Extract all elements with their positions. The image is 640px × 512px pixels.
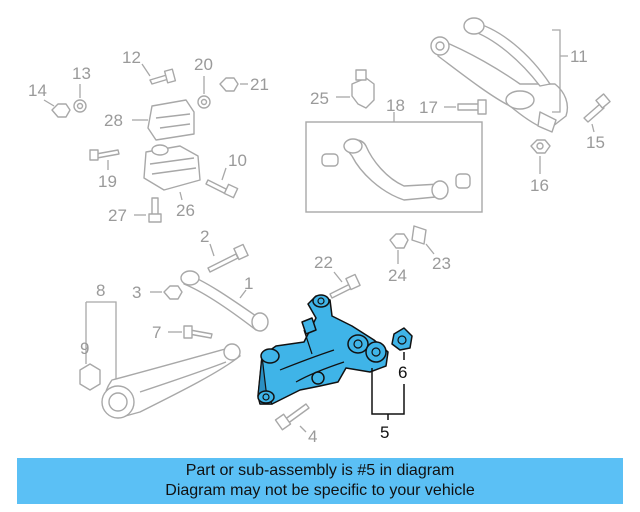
part-3-nut [163,285,183,300]
callout-24: 24 [388,266,407,285]
parts-diagram: 11 15 16 17 18 25 12 [28,17,611,446]
callout-25: 25 [310,89,329,108]
part-23-plate [411,225,427,245]
banner-line-1: Part or sub-assembly is #5 in diagram [185,462,455,479]
callout-22: 22 [314,253,333,272]
part-19-bolt [89,149,120,161]
callout-6: 6 [398,363,407,382]
part-6-bushing-highlighted [391,327,413,351]
callout-12: 12 [122,48,141,67]
callout-13: 13 [72,64,91,83]
part-18-box [305,121,483,213]
callout-5: 5 [380,423,389,442]
info-banner: Part or sub-assembly is #5 in diagram Di… [17,458,623,504]
callout-9: 9 [80,339,89,358]
callout-26: 26 [176,201,195,220]
callout-5-bracket [371,368,405,420]
callout-10: 10 [228,151,247,170]
part-4-bolt [274,403,310,431]
part-1-arm [180,270,269,332]
callout-1: 1 [244,274,253,293]
callout-2: 2 [200,227,209,246]
banner-line-2: Diagram may not be specific to your vehi… [165,482,475,499]
part-10-bolt [205,179,239,199]
callout-28: 28 [104,111,123,130]
part-21-nut [219,77,239,92]
part-27-bolt [148,197,162,223]
part-14-nut [51,103,71,118]
callout-19: 19 [98,172,117,191]
part-16-nut [530,139,551,154]
part-17-bolt [457,99,487,115]
callout-7: 7 [152,323,161,342]
callout-16: 16 [530,176,549,195]
part-12-bolt [149,68,177,85]
callout-17: 17 [419,98,438,117]
part-25-bracket [351,69,375,109]
callout-27: 27 [108,206,127,225]
callout-20: 20 [194,55,213,74]
part-15-bolt [583,93,611,123]
callout-8: 8 [96,281,105,300]
callout-21: 21 [250,75,269,94]
part-11-arm [430,17,569,133]
part-5-knuckle-highlighted [257,294,389,405]
callout-14: 14 [28,81,47,100]
callout-18: 18 [386,96,405,115]
part-8-trailing-arm [101,343,241,419]
callout-11: 11 [570,47,588,66]
callout-15: 15 [586,133,605,152]
part-2-bolt [207,243,249,273]
part-22-bolt [329,273,361,299]
part-24-nut [389,233,409,249]
part-9-bushing [79,363,101,391]
part-7-bolt [183,325,213,339]
part-28-mount [147,99,195,141]
part-26-mount [143,144,201,191]
callout-4: 4 [308,427,317,446]
part-18-link [321,138,471,201]
callout-8-bracket [85,301,117,384]
callout-23: 23 [432,254,451,273]
callout-3: 3 [132,283,141,302]
